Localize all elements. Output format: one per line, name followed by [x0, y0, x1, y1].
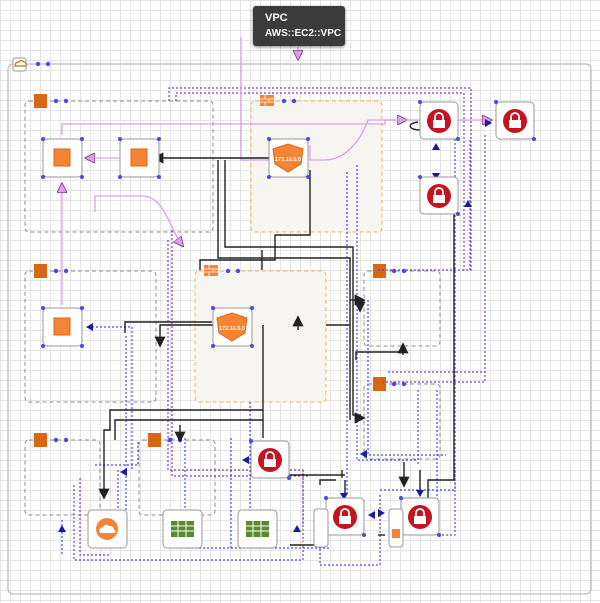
security-group-3[interactable]	[418, 175, 460, 216]
instance-3[interactable]	[41, 306, 84, 348]
nat-gateway-1[interactable]	[162, 509, 203, 549]
subnet-icon	[373, 264, 386, 278]
subnet-icon	[34, 94, 47, 108]
blue-arrows	[58, 119, 492, 532]
nat-gateway-2[interactable]	[237, 509, 278, 549]
instance-2[interactable]	[118, 137, 161, 179]
vpc-tooltip: VPC AWS::EC2::VPC	[253, 6, 345, 46]
hidden-node-1[interactable]	[313, 508, 329, 548]
subnet-icon	[373, 377, 386, 391]
tooltip-resource-type: AWS::EC2::VPC	[265, 28, 342, 39]
security-group-1[interactable]	[418, 100, 460, 141]
firewall-icon	[260, 95, 274, 106]
subnet-middle-left[interactable]	[24, 264, 157, 403]
security-group-4[interactable]	[249, 439, 291, 480]
route-lines	[61, 87, 486, 566]
security-group-2[interactable]	[494, 100, 536, 141]
subnet-top-left[interactable]	[24, 94, 214, 233]
subnet-icon	[34, 433, 47, 447]
dark-routes	[98, 121, 455, 546]
subnet-bottom-left[interactable]	[24, 433, 101, 516]
route-table-2[interactable]: 172.16.0.0	[211, 306, 254, 348]
tooltip-title: VPC	[265, 12, 288, 24]
subnet-right-lower[interactable]	[363, 377, 441, 460]
pink-routes	[62, 37, 490, 305]
vpc-container[interactable]	[7, 57, 592, 595]
instance-1[interactable]	[41, 137, 84, 179]
subnet-icon	[34, 264, 47, 278]
firewall-icon	[204, 265, 218, 276]
security-group-5[interactable]	[324, 496, 366, 537]
route-table-container-top[interactable]	[250, 95, 383, 233]
internet-gateway[interactable]	[87, 509, 128, 549]
hidden-node-2[interactable]	[388, 508, 404, 548]
security-group-6[interactable]	[399, 496, 441, 537]
route-table-label: 172.16.0.0	[275, 157, 301, 163]
route-table-label: 172.16.0.0	[219, 326, 245, 332]
subnet-right-upper[interactable]	[363, 264, 441, 347]
route-table-container-center[interactable]	[194, 265, 327, 403]
route-table-1[interactable]: 172.16.0.0	[267, 137, 310, 179]
subnet-bottom-center[interactable]	[138, 433, 216, 516]
subnet-icon	[148, 433, 161, 447]
